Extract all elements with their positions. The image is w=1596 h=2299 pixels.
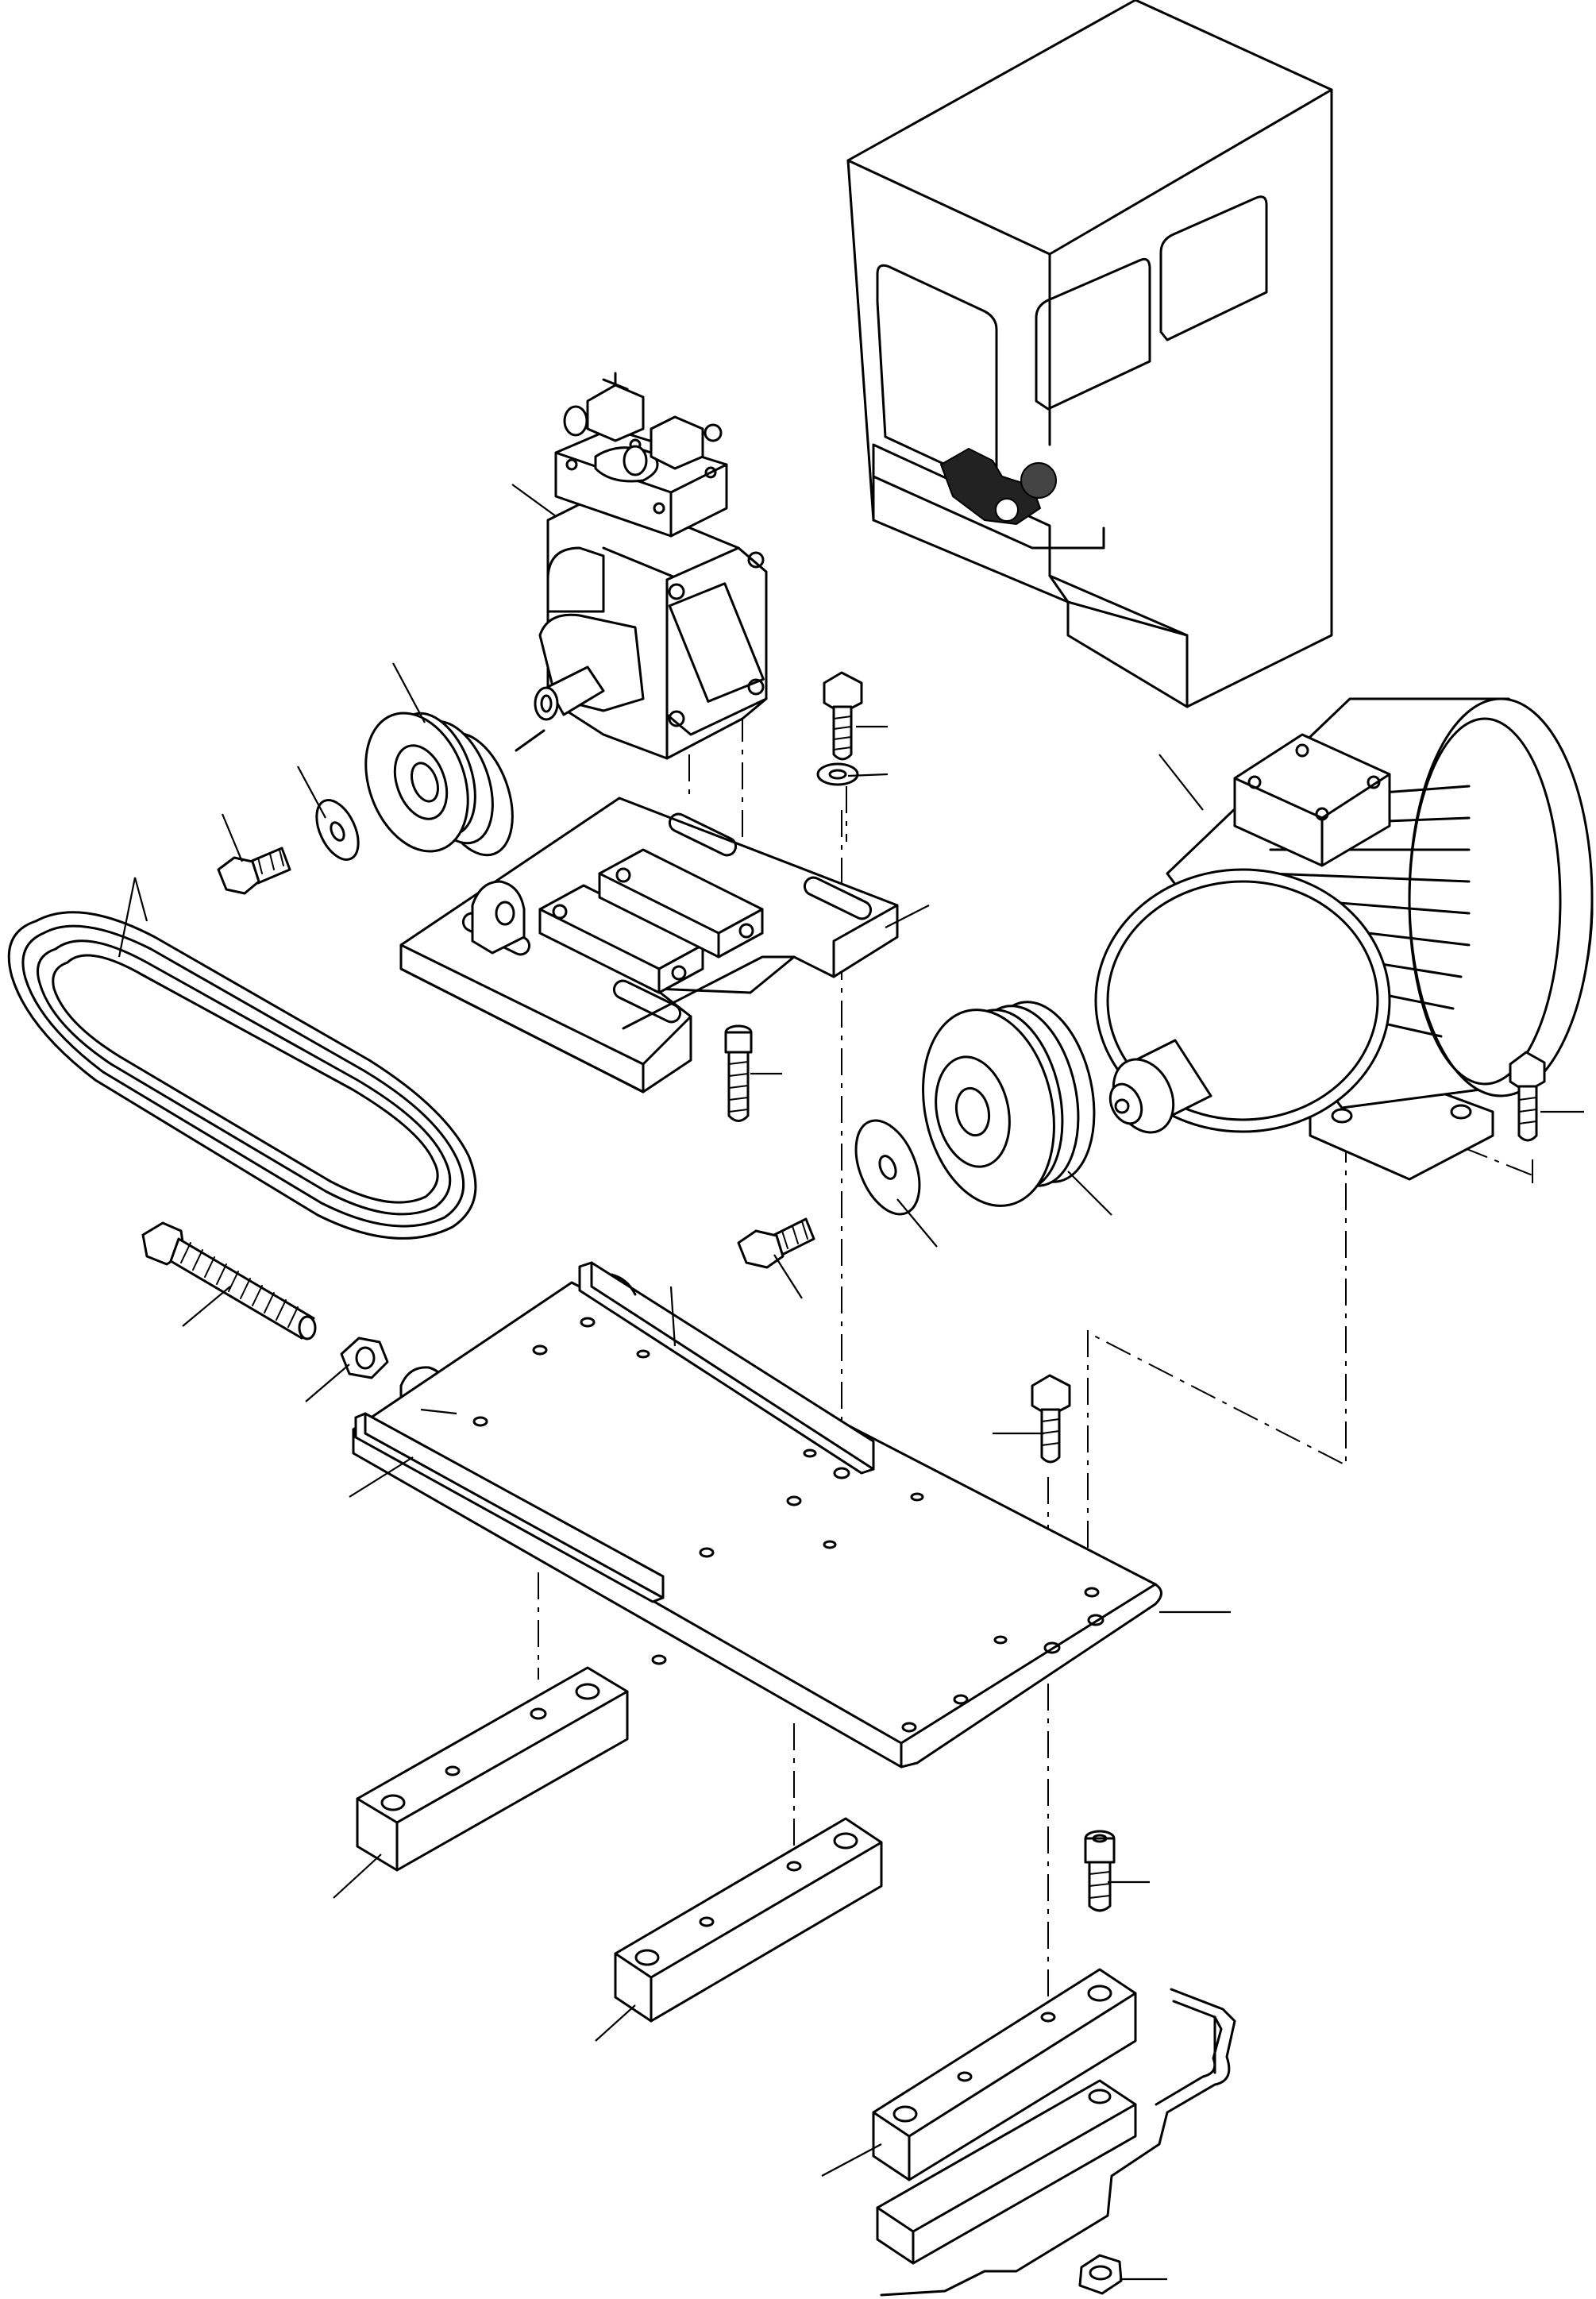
compressor-pulley bbox=[364, 712, 545, 857]
lower-bar bbox=[876, 2079, 1137, 2265]
bracket-washer bbox=[816, 762, 859, 786]
frame-section bbox=[880, 1988, 1236, 2297]
compressor-bracket bbox=[399, 797, 899, 1094]
base-nut bbox=[1078, 2254, 1123, 2295]
bracket-bolt bbox=[823, 671, 863, 761]
mount-block-right bbox=[872, 1968, 1137, 2181]
mount-block-middle bbox=[614, 1817, 883, 2023]
enclosure-outline bbox=[846, 0, 1333, 708]
motor-pulley bbox=[922, 1001, 1096, 1207]
bracket-screw bbox=[724, 1024, 753, 1122]
motor-washer bbox=[854, 1119, 921, 1216]
rail-front bbox=[354, 1412, 665, 1603]
motor-bolt bbox=[1509, 1051, 1546, 1142]
electric-motor bbox=[1094, 697, 1594, 1181]
plate-holes bbox=[472, 1317, 1104, 1733]
leader-lines bbox=[118, 484, 1584, 2281]
plate-bolt bbox=[1031, 1374, 1071, 1464]
compressor-washer bbox=[315, 799, 360, 861]
tension-nut bbox=[340, 1337, 389, 1379]
v-belts bbox=[7, 911, 477, 1240]
rail-rear bbox=[578, 1261, 875, 1475]
enclosure-compressor-mini bbox=[939, 447, 1057, 526]
base-plate bbox=[352, 1281, 1162, 1769]
compressor-pulley-bolt bbox=[217, 847, 291, 895]
block-screw bbox=[1084, 1830, 1116, 1912]
motor-pulley-bolt bbox=[737, 1217, 815, 1269]
compressor bbox=[534, 372, 768, 760]
mount-block-left bbox=[356, 1666, 629, 1872]
tension-bolt bbox=[141, 1221, 317, 1340]
